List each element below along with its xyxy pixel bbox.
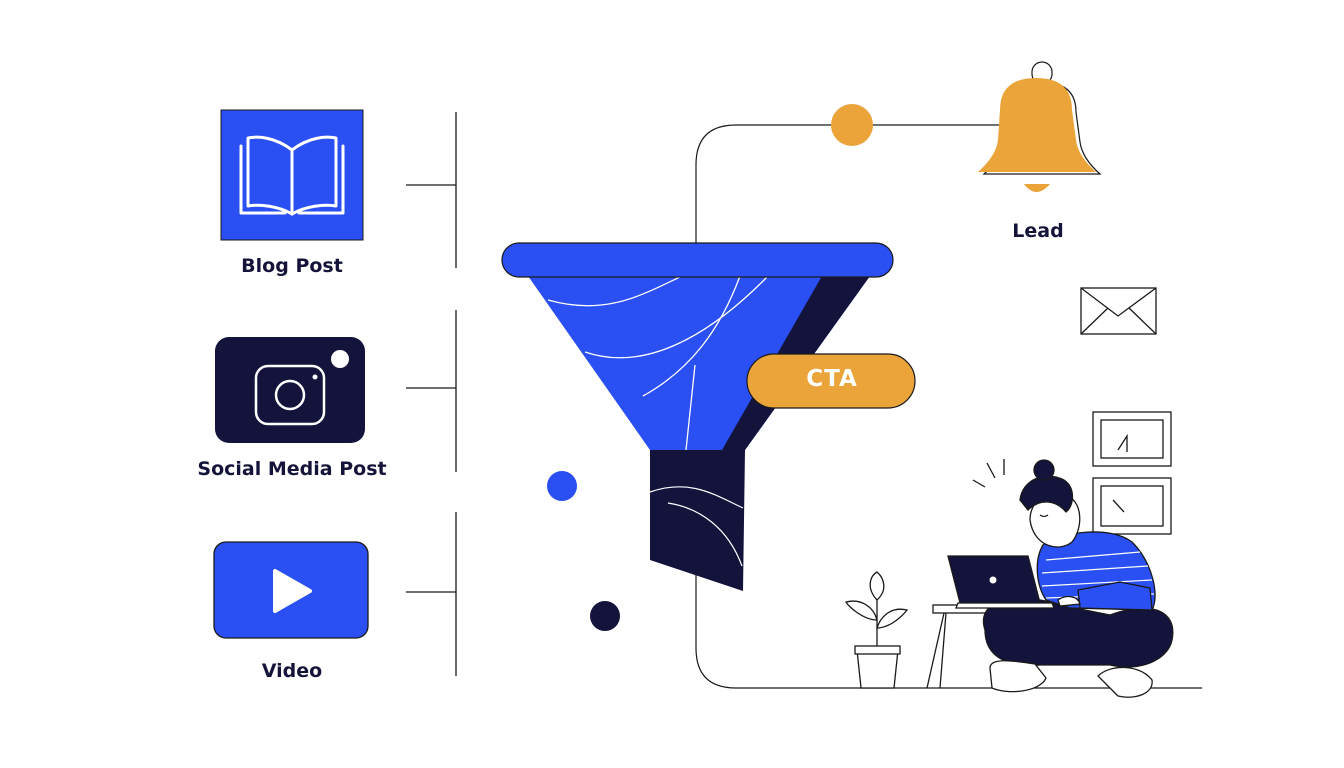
cta-badge xyxy=(746,353,916,409)
funnel-connector-line xyxy=(695,124,1202,689)
source-label-blog-post: Blog Post xyxy=(241,255,343,277)
blue-dot xyxy=(547,471,577,501)
orange-dot xyxy=(831,104,873,146)
instagram-icon xyxy=(215,337,365,443)
envelope-icon xyxy=(1080,287,1157,335)
source-label-social-media-post: Social Media Post xyxy=(197,458,387,480)
wall-frames xyxy=(1092,411,1172,535)
person-with-laptop xyxy=(947,459,1174,698)
navy-dot xyxy=(590,601,620,631)
plant-icon xyxy=(845,571,909,689)
source-label-video: Video xyxy=(261,660,323,682)
open-book-icon xyxy=(220,109,364,241)
lead-label: Lead xyxy=(1012,220,1064,242)
play-icon xyxy=(213,541,369,639)
funnel-icon xyxy=(501,242,894,591)
bell-icon xyxy=(978,61,1102,192)
cta-label: CTA xyxy=(806,366,858,392)
source-connectors xyxy=(406,112,457,676)
